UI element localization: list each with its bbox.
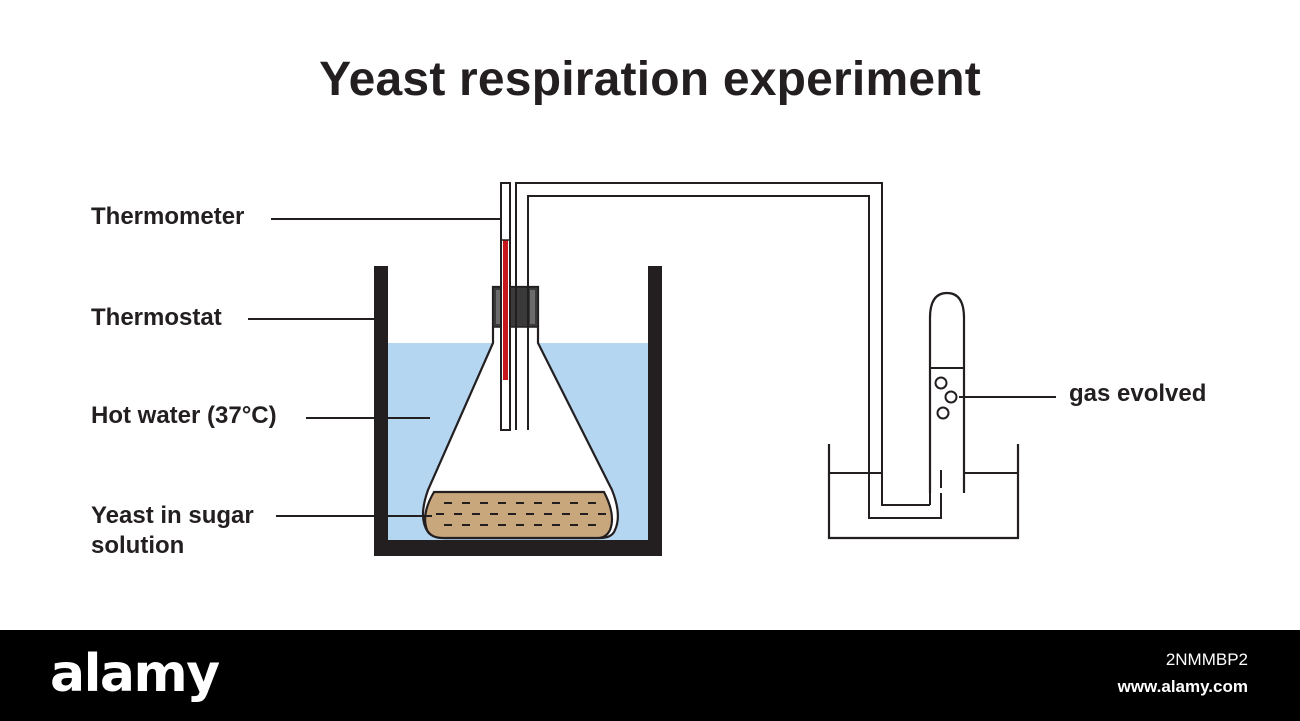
apparatus-diagram	[248, 182, 1056, 556]
label-yeast-line2: solution	[91, 532, 185, 559]
yeast-solution	[424, 490, 614, 540]
delivery-tube-inner	[527, 195, 942, 519]
gas-bubble	[934, 376, 948, 390]
label-yeast-line1: Yeast in sugar	[91, 502, 254, 529]
delivery-tube-outer	[515, 182, 930, 506]
label-thermostat: Thermostat	[91, 304, 222, 331]
yeast-dashes	[436, 502, 606, 526]
gas-bubble	[936, 406, 950, 420]
diagram-title: Yeast respiration experiment	[319, 53, 981, 106]
label-yeast: Yeast in sugar solution	[91, 501, 291, 561]
water-trough	[827, 444, 1020, 540]
footer-bar: alamy 2NMMBP2 www.alamy.com	[0, 630, 1300, 721]
alamy-logo: alamy	[50, 644, 220, 704]
label-thermometer: Thermometer	[91, 203, 245, 230]
thermometer-fluid	[503, 240, 508, 380]
label-gas-evolved: gas evolved	[1069, 380, 1207, 407]
site-url: www.alamy.com	[1117, 677, 1248, 696]
image-id: 2NMMBP2	[1165, 650, 1248, 669]
gas-bubble	[944, 390, 958, 404]
label-hot-water: Hot water (37°C)	[91, 402, 277, 429]
